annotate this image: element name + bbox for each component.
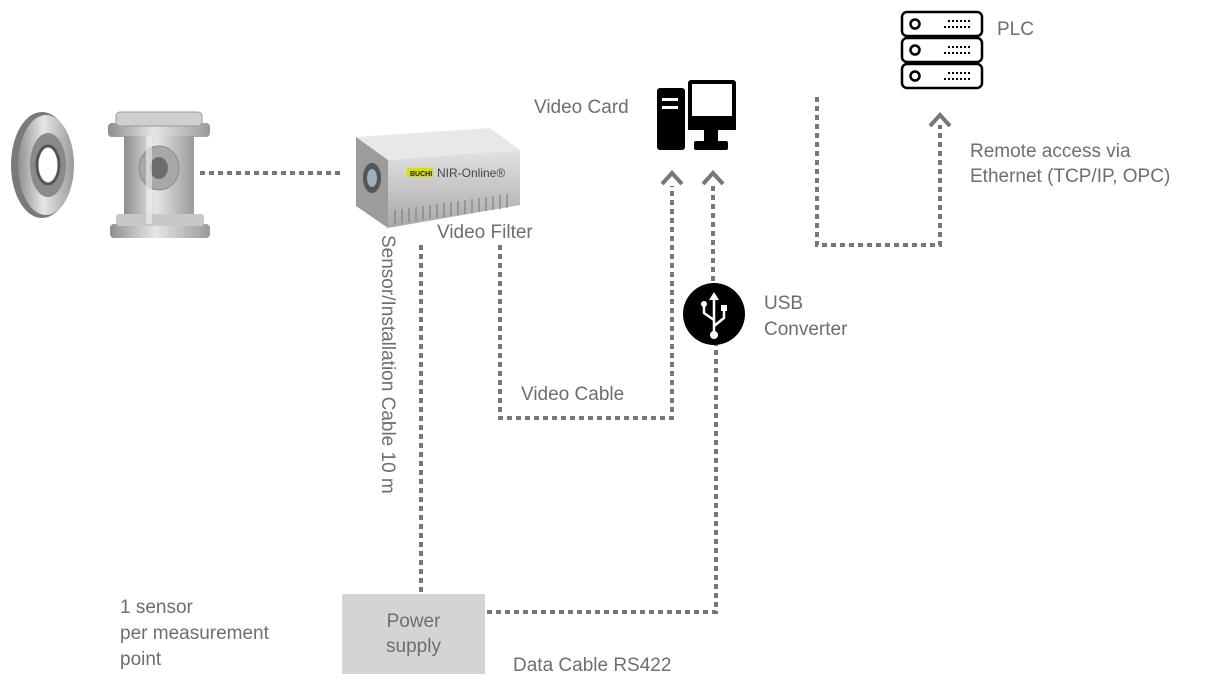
sensor-note-2: per measurement	[120, 623, 269, 644]
arrow-video-cable	[660, 170, 684, 186]
arrow-ethernet	[928, 112, 952, 128]
video-cable-label: Video Cable	[521, 384, 625, 405]
arrow-heads	[660, 112, 952, 186]
sensor-cable-label: Sensor/Installation Cable 10 m	[377, 235, 398, 494]
sensor-note-3: point	[120, 649, 162, 670]
device-badge-text: BUCHI	[410, 171, 432, 178]
power-label-1: Power	[386, 611, 441, 632]
usb-label-2: Converter	[764, 319, 848, 340]
video-filter-label: Video Filter	[437, 222, 533, 243]
sensor-window-icon	[11, 112, 74, 218]
usb-icon	[683, 283, 745, 345]
power-supply-box: Power supply	[342, 594, 485, 674]
video-cable-line	[498, 186, 674, 420]
connection-lines	[200, 97, 942, 614]
power-label-2: supply	[386, 636, 441, 657]
remote-access-label-1: Remote access via	[970, 141, 1131, 162]
nir-device-icon: BUCHI NIR-Online®	[356, 128, 520, 228]
plc-label: PLC	[997, 19, 1034, 40]
server-rack-icon	[900, 10, 984, 90]
remote-access-label-2: Ethernet (TCP/IP, OPC)	[970, 166, 1171, 187]
device-brand-text: NIR-Online®	[437, 166, 505, 180]
sensor-note-1: 1 sensor	[120, 597, 193, 618]
data-cable-line	[487, 345, 718, 614]
data-cable-label: Data Cable RS422	[513, 655, 672, 676]
flow-cell-icon	[108, 111, 210, 238]
usb-label-1: USB	[764, 293, 804, 314]
arrow-usb	[701, 170, 725, 186]
video-card-label: Video Card	[534, 97, 629, 118]
computer-icon	[657, 80, 736, 150]
ethernet-line	[815, 97, 942, 247]
